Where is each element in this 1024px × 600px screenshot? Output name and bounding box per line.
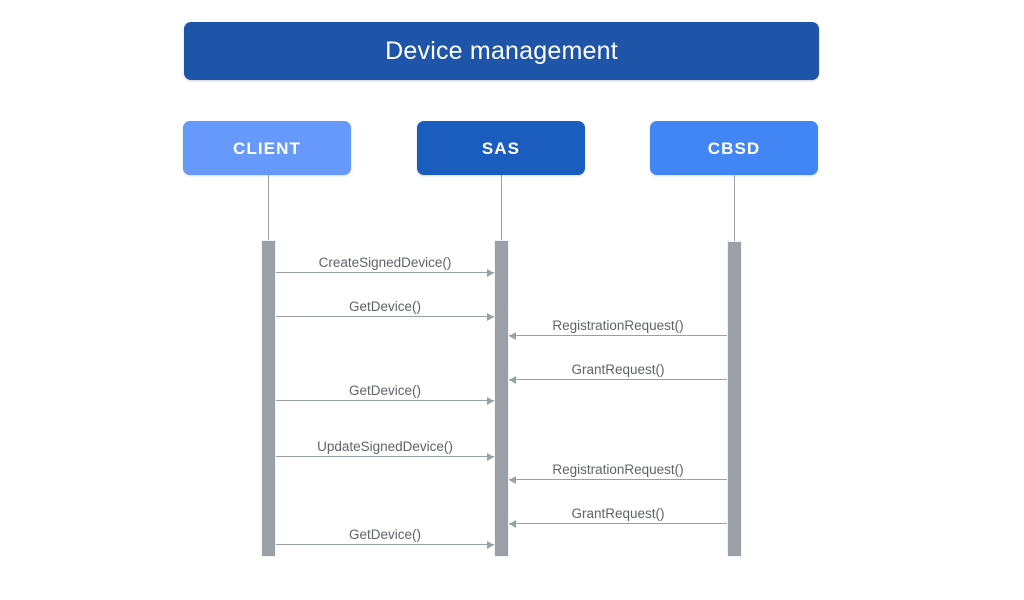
lifeline-client xyxy=(268,175,269,243)
arrow-left-icon xyxy=(509,519,516,528)
message-4-grantrequest: GrantRequest() xyxy=(509,350,727,384)
arrow-right-icon xyxy=(487,540,494,549)
arrow-left-icon xyxy=(509,475,516,484)
message-8-label: GrantRequest() xyxy=(571,505,665,521)
message-3-registrationrequest: RegistrationRequest() xyxy=(509,306,727,340)
message-5-line xyxy=(276,400,494,401)
arrow-right-icon xyxy=(487,268,494,277)
message-2-getdevice: GetDevice() xyxy=(276,287,494,321)
arrow-left-icon xyxy=(509,375,516,384)
activation-bar-cbsd xyxy=(727,241,742,557)
message-9-label: GetDevice() xyxy=(348,526,421,542)
message-7-label: RegistrationRequest() xyxy=(552,461,684,477)
message-6-label: UpdateSignedDevice() xyxy=(317,438,453,454)
message-5-getdevice: GetDevice() xyxy=(276,371,494,405)
message-9-getdevice: GetDevice() xyxy=(276,515,494,549)
participant-cbsd-label: CBSD xyxy=(707,138,761,158)
message-1-label: CreateSignedDevice() xyxy=(318,254,452,270)
message-9-line xyxy=(276,544,494,545)
message-3-line xyxy=(509,335,727,336)
arrow-right-icon xyxy=(487,312,494,321)
participant-client[interactable]: CLIENT xyxy=(183,121,351,175)
arrow-left-icon xyxy=(509,331,516,340)
lifeline-sas xyxy=(501,175,502,243)
message-6-updatesigneddevice: UpdateSignedDevice() xyxy=(276,427,494,461)
message-8-grantrequest: GrantRequest() xyxy=(509,494,727,528)
arrow-right-icon xyxy=(487,452,494,461)
message-3-label: RegistrationRequest() xyxy=(552,317,684,333)
arrow-right-icon xyxy=(487,396,494,405)
participant-client-label: CLIENT xyxy=(233,138,301,158)
participant-sas[interactable]: SAS xyxy=(417,121,585,175)
lifeline-cbsd xyxy=(734,175,735,243)
message-1-line xyxy=(276,272,494,273)
message-2-line xyxy=(276,316,494,317)
message-5-label: GetDevice() xyxy=(348,382,421,398)
message-7-line xyxy=(509,479,727,480)
message-4-line xyxy=(509,379,727,380)
message-7-registrationrequest: RegistrationRequest() xyxy=(509,450,727,484)
diagram-title: Device management xyxy=(385,36,618,65)
message-4-label: GrantRequest() xyxy=(571,361,665,377)
participant-sas-label: SAS xyxy=(481,138,521,158)
message-1-createsigneddevice: CreateSignedDevice() xyxy=(276,243,494,277)
participant-cbsd[interactable]: CBSD xyxy=(650,121,818,175)
message-6-line xyxy=(276,456,494,457)
message-8-line xyxy=(509,523,727,524)
activation-bar-sas xyxy=(494,240,509,557)
activation-bar-client xyxy=(261,240,276,557)
message-2-label: GetDevice() xyxy=(348,298,421,314)
diagram-title-bar: Device management xyxy=(184,22,819,80)
